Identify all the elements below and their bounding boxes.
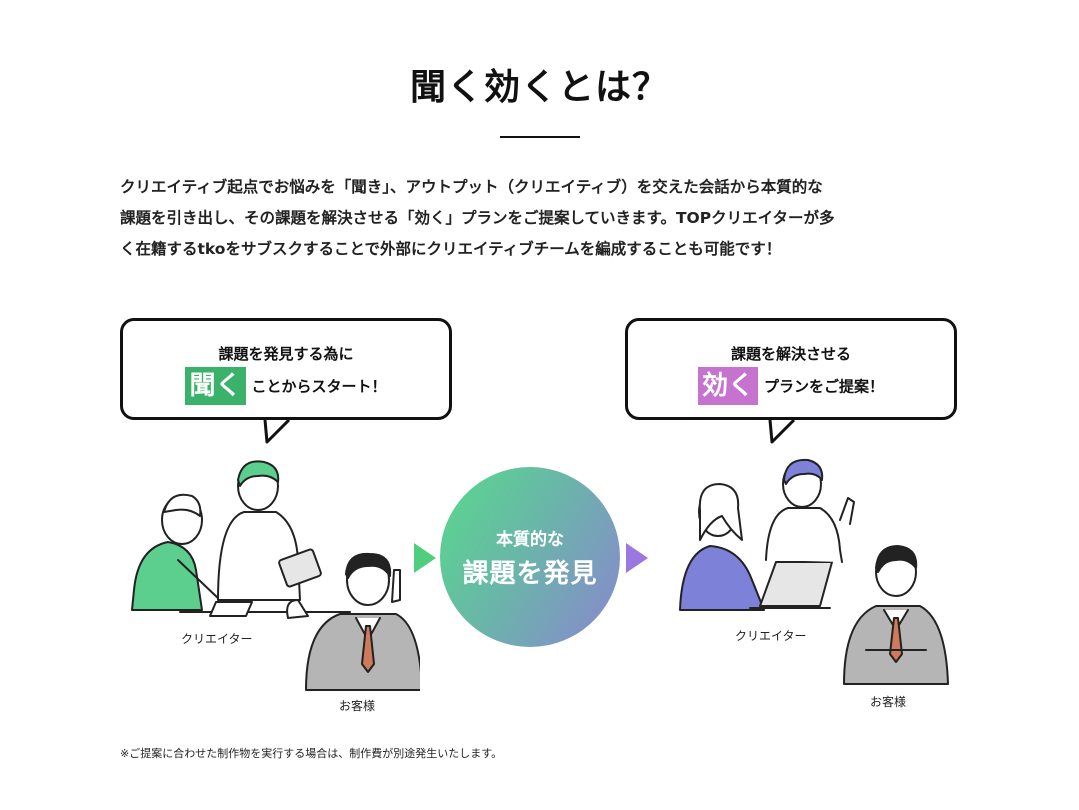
page-title: 聞く効くとは？: [409, 67, 669, 108]
title-divider: [500, 136, 580, 138]
creators-proposing-illustration: [679, 458, 949, 685]
intro-line-3: く在籍するtkoをサブスクすることで外部にクリエイティブチームを編成することも可…: [120, 240, 782, 258]
circle-line1: 本質的な: [496, 530, 564, 550]
footnote: ※ご提案に合わせた制作物を実行する場合は、制作費が別途発生いたします。: [120, 747, 503, 760]
intro-line-2: 課題を引き出し、その課題を解決させる「効く」プランをご提案していきます。TOPク…: [120, 209, 835, 227]
bubble-listen-rest: ことからスタート！: [251, 377, 387, 396]
arrow-right-green-icon: [414, 543, 436, 573]
bubble-effect-rest: プランをご提案！: [764, 377, 885, 396]
bubble-tail-icon: [263, 420, 291, 444]
bubble-effect-line1: 課題を解決させる: [730, 345, 851, 363]
caption-right-creator: クリエイター: [735, 629, 807, 643]
bubble-listen-line2: 聞くことからスタート！: [123, 367, 449, 405]
core-issue-circle: 本質的な 課題を発見: [440, 467, 620, 647]
circle-line2: 課題を発見: [462, 559, 598, 589]
creators-listening-illustration: [131, 460, 420, 691]
caption-left-client: お客様: [339, 699, 376, 713]
speech-bubble-listen: 課題を発見する為に 聞くことからスタート！: [120, 318, 452, 444]
bubble-tail-icon: [768, 420, 796, 444]
caption-right-client: お客様: [870, 695, 907, 709]
highlight-effect: 効く: [697, 367, 758, 405]
caption-left-creator: クリエイター: [181, 632, 253, 646]
highlight-listen: 聞く: [185, 367, 246, 405]
speech-bubble-effect: 課題を解決させる 効くプランをご提案！: [625, 318, 957, 444]
intro-line-1: クリエイティブ起点でお悩みを「聞き」、アウトプット（クリエイティブ）を交えた会話…: [120, 178, 823, 196]
intro-text: クリエイティブ起点でお悩みを「聞き」、アウトプット（クリエイティブ）を交えた会話…: [120, 172, 970, 265]
arrow-right-purple-icon: [626, 543, 648, 573]
bubble-listen-line1: 課題を発見する為に: [218, 345, 354, 363]
bubble-effect-line2: 効くプランをご提案！: [628, 367, 954, 405]
